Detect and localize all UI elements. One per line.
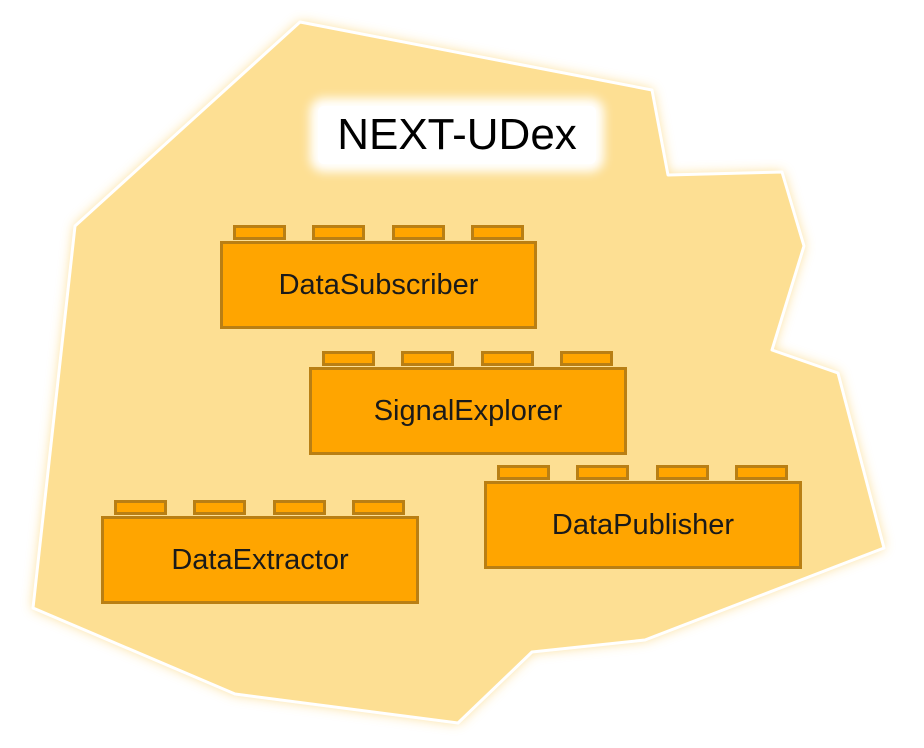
block-data-publisher: DataPublisher	[484, 465, 802, 569]
block-data-subscriber: DataSubscriber	[220, 225, 537, 329]
brick-body: DataSubscriber	[220, 241, 537, 329]
block-data-extractor: DataExtractor	[101, 500, 419, 604]
brick-stud	[576, 465, 629, 480]
brick-stud	[273, 500, 326, 515]
diagram-title: NEXT-UDex	[337, 110, 577, 159]
brick-stud	[312, 225, 365, 240]
brick-stud	[656, 465, 709, 480]
brick-stud	[497, 465, 550, 480]
brick-stud	[322, 351, 375, 366]
brick-body: SignalExplorer	[309, 367, 627, 455]
diagram-title-box: NEXT-UDex	[318, 106, 596, 164]
block-label: DataExtractor	[171, 543, 349, 576]
brick-body: DataExtractor	[101, 516, 419, 604]
block-label: DataSubscriber	[278, 268, 479, 301]
brick-stud	[233, 225, 286, 240]
brick-stud	[114, 500, 167, 515]
block-label: SignalExplorer	[373, 394, 563, 427]
block-signal-explorer: SignalExplorer	[309, 351, 627, 455]
brick-stud	[401, 351, 454, 366]
brick-stud	[560, 351, 613, 366]
brick-stud	[481, 351, 534, 366]
brick-stud	[471, 225, 524, 240]
brick-body: DataPublisher	[484, 481, 802, 569]
block-label: DataPublisher	[551, 508, 735, 541]
brick-stud	[392, 225, 445, 240]
brick-stud	[352, 500, 405, 515]
brick-stud	[735, 465, 788, 480]
brick-stud	[193, 500, 246, 515]
